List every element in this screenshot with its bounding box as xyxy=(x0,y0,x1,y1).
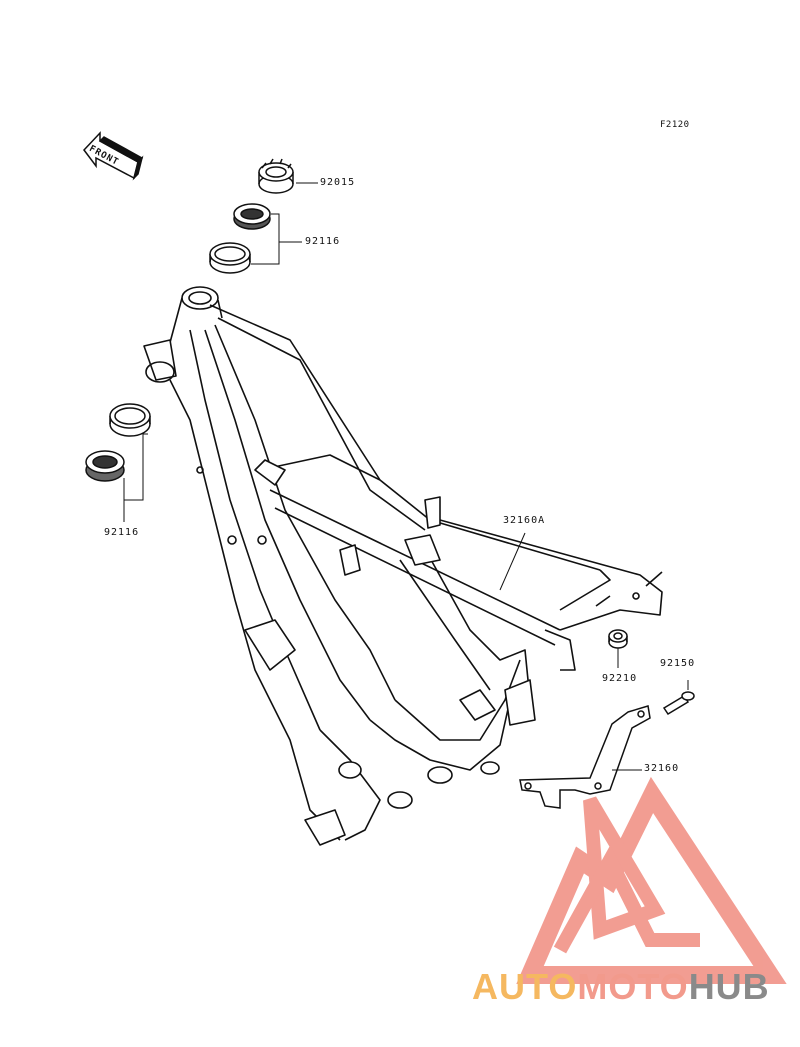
motorcycle-frame-part xyxy=(143,286,663,846)
bolt-part xyxy=(662,691,695,716)
part-label-seat-rail[interactable]: 32160A xyxy=(503,515,546,526)
part-label-steering-nut[interactable]: 92015 xyxy=(320,177,356,188)
nut-part xyxy=(608,629,628,649)
upper-bearing-part xyxy=(209,203,271,274)
part-label-bracket[interactable]: 32160 xyxy=(644,763,680,774)
watermark-hub: HUB xyxy=(688,966,770,1007)
figure-id: F2120 xyxy=(660,120,690,130)
part-label-bolt[interactable]: 92150 xyxy=(660,658,696,669)
part-label-nut[interactable]: 92210 xyxy=(602,673,638,684)
part-label-lower-bearing[interactable]: 92116 xyxy=(104,527,140,538)
watermark-moto: MOTO xyxy=(577,966,689,1007)
watermark-logo xyxy=(516,776,787,984)
part-label-upper-bearing[interactable]: 92116 xyxy=(305,236,341,247)
watermark-auto: AUTO xyxy=(472,966,578,1007)
front-arrow-icon xyxy=(83,131,144,181)
steering-nut-part xyxy=(258,158,294,194)
lower-bearing-part xyxy=(85,403,151,482)
watermark-text: AUTOMOTOHUB xyxy=(472,966,770,1008)
bracket-part xyxy=(519,705,651,809)
